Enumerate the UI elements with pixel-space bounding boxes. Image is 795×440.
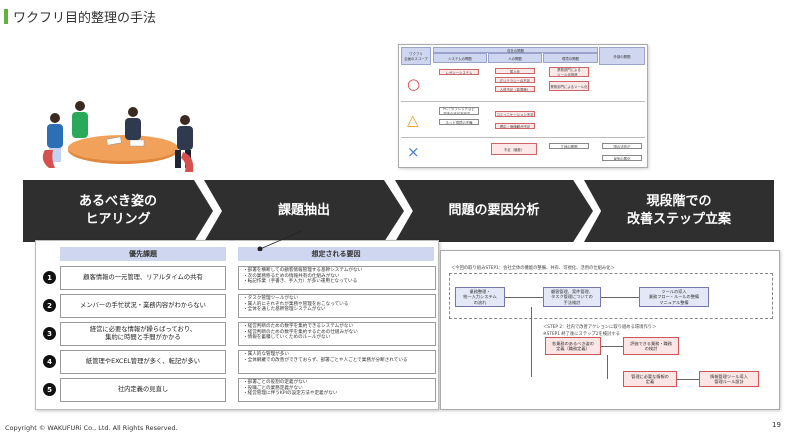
number-badge: 4 — [43, 355, 56, 368]
step-label: 問題の要因分析 — [448, 203, 540, 219]
matrix-cell: 業務部門による ツール化推進 — [549, 67, 589, 77]
issue-cell: 経営に必要な情報が繰らばっており、 集約に時間と手間がかかる — [60, 322, 226, 346]
flow-step1-frame — [449, 273, 773, 319]
matrix-row-divider — [401, 101, 645, 102]
flow-box: 業務整理・ 統一入力システム の流れ — [455, 287, 505, 307]
matrix-col-people: 人の問題 — [488, 53, 542, 63]
issue-cell: 顧客情報の一元管理、リアルタイムの共有 — [60, 266, 226, 290]
triangle-symbol-icon: △ — [407, 111, 419, 129]
matrix-cell: 不足（偏差） — [491, 143, 537, 155]
matrix-cell: PC・タブレットなど 端末の不足不安定 — [439, 107, 479, 115]
cause-cell: 属人的な管理が多い 全体網羅での改善ができておらず、部署ごとや人ごとで業務が分断… — [238, 350, 436, 374]
issue-cell: 紙管理やEXCEL管理が多く、転記が多い — [60, 350, 226, 374]
matrix-cell: レガシーシステム — [439, 69, 479, 75]
header-expected-cause: 想定される要因 — [238, 247, 434, 261]
cause-item: 経営判断のための数字を集約するための仕組みがない — [243, 330, 431, 336]
page-number: 19 — [772, 421, 781, 429]
step-label: 現段階での 改善ステップ立案 — [626, 194, 731, 227]
slide-title-bar: ワクフリ目的整理の手法 — [4, 8, 157, 26]
matrix-group-header: 自社の問題 — [433, 47, 598, 53]
cause-item: 経営管理に伴うKPIの設定方法や定義がない — [243, 391, 431, 397]
table-row: 1 顧客情報の一元管理、リアルタイムの共有 部署を横断しての顧客情報管理する基幹… — [40, 265, 436, 291]
step-arrow-issue-extraction: 課題抽出 — [204, 180, 404, 242]
matrix-col-external: 外部の問題 — [599, 47, 645, 65]
copyright-text: Copyright © WAKUFURi Co., Ltd. All Right… — [5, 424, 178, 432]
flow-connector — [677, 379, 699, 380]
title-accent-bar — [4, 8, 8, 24]
flow-box: 顧客管理、案件管理、 タスク管理についての 手法検討 — [543, 287, 601, 307]
flow-connector — [601, 297, 639, 298]
cause-item: 部署を横断しての顧客情報管理する基幹システムがない — [243, 268, 431, 274]
matrix-cell: 景気の悪化 — [602, 155, 642, 161]
number-badge: 1 — [43, 271, 56, 284]
pointer-connector — [257, 230, 303, 251]
flow-step2-note: ※STEP1 終了後にステップ2を検討する — [543, 332, 620, 337]
cause-cell: 部署を横断しての顧客情報管理する基幹システムがない 次の業務移るための情報共有の… — [238, 266, 436, 290]
cause-item: 経営判断のための数字を集約できるシステムがない — [243, 324, 431, 330]
cause-cell: 部署ごとの役割の定義がない 役職ごとの業務定義がない 経営管理に伴うKPIの設定… — [238, 378, 436, 402]
matrix-col-system: システムの問題 — [433, 53, 487, 63]
matrix-cell: 理由・価値観が不足 — [495, 123, 535, 129]
matrix-cell: 人材不足（影響度） — [495, 86, 535, 92]
cross-symbol-icon: × — [407, 143, 420, 161]
number-badge: 2 — [43, 299, 56, 312]
step-label: あるべき姿の ヒアリング — [78, 194, 157, 227]
flow-box: 各業務のあるべき姿の 定義（職務定義） — [545, 337, 601, 355]
number-badge: 3 — [43, 327, 56, 340]
flow-connector — [601, 346, 623, 347]
slide-title: ワクフリ目的整理の手法 — [13, 10, 157, 26]
meeting-illustration — [42, 101, 194, 172]
flow-box: 評価できる業務・職務 の検討 — [623, 337, 679, 355]
improvement-flow-thumbnail: ＜今回の取り組みSTEP1：会社全体の機能の整備、共有、可視化、活用の仕組み化＞… — [440, 250, 780, 410]
matrix-cell: 国の法改正 — [602, 143, 642, 149]
flow-box: ツールの導入 業務フロー・ルールの整備 マニュアル整備 — [639, 287, 709, 307]
matrix-row-divider — [401, 137, 645, 138]
table-row: 4 紙管理やEXCEL管理が多く、転記が多い 属人的な管理が多い 全体網羅での改… — [40, 349, 436, 375]
issue-cell: 社内定義の見直し — [60, 378, 226, 402]
flow-connector — [505, 297, 543, 298]
flow-connector — [607, 355, 608, 379]
cause-item: 次の業務移るための情報共有の仕組みがない — [243, 274, 431, 280]
matrix-col-env: 環境の問題 — [543, 53, 598, 63]
cause-item: 役職ごとの業務定義がない — [243, 386, 431, 392]
cause-item: 部署ごとの役割の定義がない — [243, 380, 431, 386]
table-row: 5 社内定義の見直し 部署ごとの役割の定義がない 役職ごとの業務定義がない 経営… — [40, 377, 436, 403]
cause-item: 全体を通した基幹管理システムがない — [243, 307, 431, 313]
header-priority-issue: 優先課題 — [60, 247, 226, 261]
matrix-cell: 属人化 — [495, 68, 535, 74]
matrix-cell: 立地の問題 — [549, 143, 589, 149]
cause-cell: タスク管理ツールがない 属人的にそれぞれが業務や管理をおこなっている 全体を通し… — [238, 294, 436, 318]
number-badge: 5 — [43, 383, 56, 396]
matrix-cell: ITリテラシーの不足 — [495, 77, 535, 83]
flow-step1-label: ＜今回の取り組みSTEP1：会社全体の機能の整備、共有、可視化、活用の仕組み化＞ — [451, 266, 615, 271]
flow-connector — [531, 307, 532, 377]
step-arrow-cause-analysis: 問題の要因分析 — [395, 180, 593, 242]
issue-cell: メンバーの手忙状況・業務内容がわからない — [60, 294, 226, 318]
flow-box: 情報管理ツール導入 管理ルール設計 — [699, 371, 759, 387]
flow-box: 管理に必要な情報の 定義 — [623, 371, 677, 387]
cause-item: 属人的な管理が多い — [243, 352, 431, 358]
cause-item: 全体網羅での改善ができておらず、部署ごとや人ごとで業務が分断されている — [243, 358, 431, 364]
cause-item: 転記作業（手書き、手入力）が多い運用となっている — [243, 279, 431, 285]
matrix-cell: コミュニケーション不足 — [495, 111, 535, 117]
flow-step2-label: ＜STEP 2：社内で改善アクションに取り組める環境作り＞ — [543, 325, 657, 330]
matrix-cell: 業務部門によるツール化 — [549, 81, 589, 91]
step-label: 課題抽出 — [277, 203, 330, 219]
table-row: 2 メンバーの手忙状況・業務内容がわからない タスク管理ツールがない 属人的にそ… — [40, 293, 436, 319]
cause-item: 属人的にそれぞれが業務や管理をおこなっている — [243, 302, 431, 308]
cause-item: タスク管理ツールがない — [243, 296, 431, 302]
matrix-corner: ワクフリ 企画のスコープ — [401, 47, 431, 65]
priority-issue-table: 優先課題 想定される要因 1 顧客情報の一元管理、リアルタイムの共有 部署を横断… — [35, 240, 439, 410]
matrix-cell: ネット環境の不備 — [439, 119, 479, 125]
cause-item: 情報を蓄積していくためのルールがない — [243, 335, 431, 341]
table-row: 3 経営に必要な情報が繰らばっており、 集約に時間と手間がかかる 経営判断のため… — [40, 321, 436, 347]
step-arrow-hearing: あるべき姿の ヒアリング — [23, 180, 213, 242]
circle-symbol-icon: ○ — [407, 75, 421, 93]
cause-cell: 経営判断のための数字を集約できるシステムがない 経営判断のための数字を集約するた… — [238, 322, 436, 346]
problem-matrix-thumbnail: ワクフリ 企画のスコープ 自社の問題 システムの問題 人の問題 環境の問題 外部… — [398, 44, 648, 168]
step-arrow-improvement-plan: 現段階での 改善ステップ立案 — [584, 180, 774, 242]
